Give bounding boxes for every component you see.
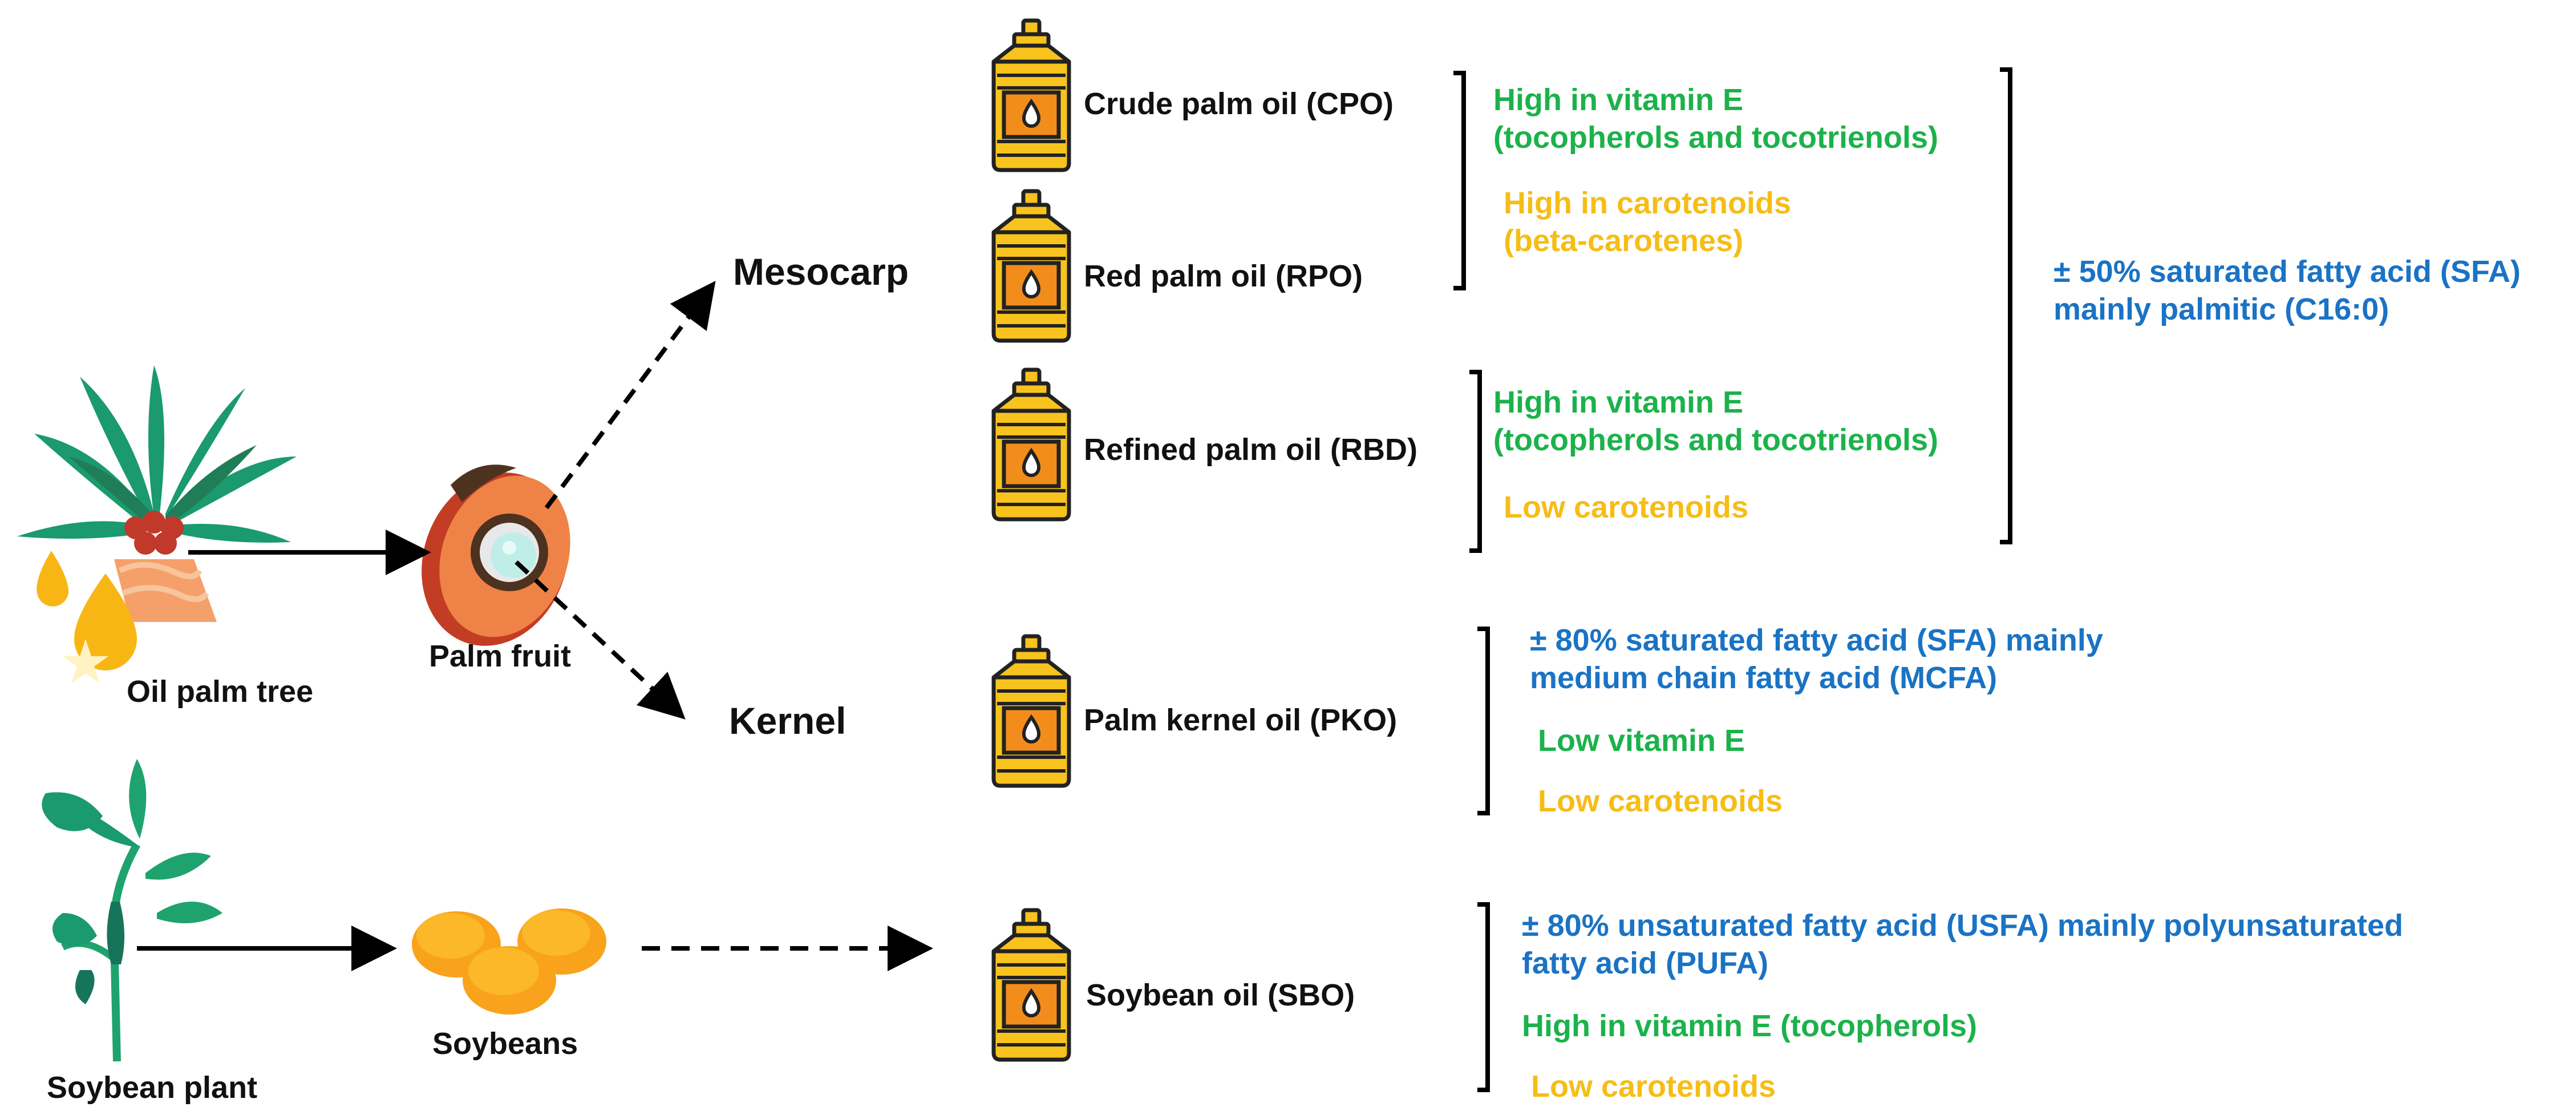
soybean-plant-label: Soybean plant bbox=[47, 1070, 258, 1105]
oil-palm-tree-label: Oil palm tree bbox=[127, 674, 314, 709]
palm-fruit-icon bbox=[422, 464, 570, 646]
palm-sfa-line2: mainly palmitic (C16:0) bbox=[2053, 292, 2389, 326]
cpo-rpo-carotenoids-line1: High in carotenoids bbox=[1504, 186, 1792, 220]
soybeans-icon bbox=[412, 908, 606, 1015]
sbo-vitamin-e: High in vitamin E (tocopherols) bbox=[1522, 1009, 1978, 1043]
rbd-carotenoids: Low carotenoids bbox=[1504, 490, 1749, 524]
bracket-sbo bbox=[1477, 902, 1490, 1092]
palm-sfa-note: ± 50% saturated fatty acid (SFA) mainly … bbox=[2053, 253, 2521, 329]
sbo-usfa: ± 80% unsaturated fatty acid (USFA) main… bbox=[1522, 907, 2403, 983]
oil-name-cpo: Crude palm oil (CPO) bbox=[1084, 87, 1394, 121]
bracket-rbd bbox=[1469, 370, 1482, 553]
rbd-vitamin-e-line1: High in vitamin E bbox=[1493, 385, 1744, 419]
rbd-vitamin-e: High in vitamin E (tocopherols and tocot… bbox=[1493, 384, 1938, 459]
oil-palm-tree-icon bbox=[17, 365, 297, 684]
cpo-rpo-carotenoids-line2: (beta-carotenes) bbox=[1504, 223, 1744, 258]
kernel-label: Kernel bbox=[729, 700, 846, 742]
bracket-palm-sfa bbox=[2000, 67, 2012, 544]
sbo-usfa-line1: ± 80% unsaturated fatty acid (USFA) main… bbox=[1522, 908, 2403, 943]
pko-sfa-line2: medium chain fatty acid (MCFA) bbox=[1530, 660, 1998, 695]
sbo-carotenoids: Low carotenoids bbox=[1531, 1069, 1776, 1104]
pko-sfa-line1: ± 80% saturated fatty acid (SFA) mainly bbox=[1530, 623, 2103, 657]
palm-fruit-label: Palm fruit bbox=[429, 639, 572, 673]
oil-bottle-icon-sbo bbox=[994, 910, 1069, 1060]
cpo-rpo-vitamin-e-line2: (tocopherols and tocotrienols) bbox=[1493, 120, 1939, 155]
mesocarp-label: Mesocarp bbox=[733, 251, 909, 293]
arrow-fruit-to-kernel bbox=[515, 560, 686, 720]
oil-bottle-icon-rpo bbox=[994, 191, 1069, 341]
cpo-rpo-carotenoids: High in carotenoids (beta-carotenes) bbox=[1504, 185, 1791, 260]
cpo-rpo-vitamin-e-line1: High in vitamin E bbox=[1493, 83, 1744, 117]
oil-bottle-icon-pko bbox=[994, 636, 1069, 786]
rbd-vitamin-e-line2: (tocopherols and tocotrienols) bbox=[1493, 422, 1939, 457]
oil-bottle-icon-rbd bbox=[994, 370, 1069, 519]
bracket-cpo-rpo bbox=[1453, 71, 1466, 290]
soybeans-label: Soybeans bbox=[432, 1027, 578, 1061]
oil-bottle-icon-cpo bbox=[994, 21, 1069, 170]
arrow-fruit-to-mesocarp bbox=[544, 281, 716, 510]
cpo-rpo-vitamin-e: High in vitamin E (tocopherols and tocot… bbox=[1493, 82, 1938, 157]
pko-carotenoids: Low carotenoids bbox=[1538, 784, 1783, 818]
pko-vitamin-e: Low vitamin E bbox=[1538, 724, 1745, 758]
pko-sfa: ± 80% saturated fatty acid (SFA) mainly … bbox=[1530, 622, 2103, 697]
bracket-pko bbox=[1477, 627, 1490, 815]
oil-name-rpo: Red palm oil (RPO) bbox=[1084, 259, 1363, 293]
oil-name-rbd: Refined palm oil (RBD) bbox=[1084, 433, 1418, 467]
palm-sfa-line1: ± 50% saturated fatty acid (SFA) bbox=[2053, 254, 2521, 289]
sbo-usfa-line2: fatty acid (PUFA) bbox=[1522, 946, 1769, 980]
soybean-plant-icon bbox=[42, 759, 222, 1062]
oil-name-sbo: Soybean oil (SBO) bbox=[1086, 978, 1355, 1012]
oil-name-pko: Palm kernel oil (PKO) bbox=[1084, 703, 1398, 737]
